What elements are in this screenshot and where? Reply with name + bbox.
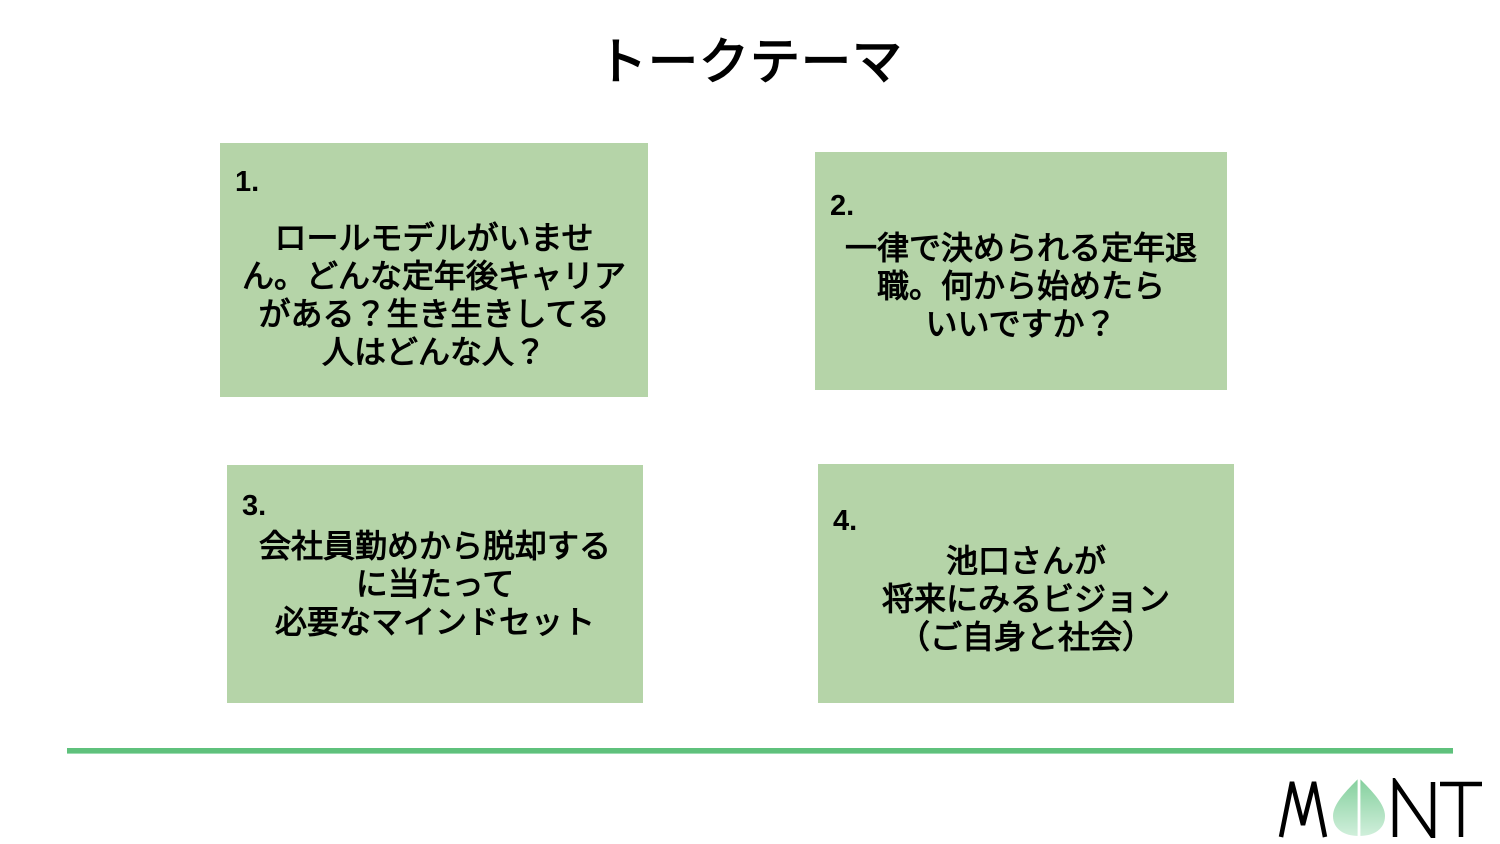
- divider-line: [67, 748, 1453, 754]
- topic-text-line: に当たって: [355, 566, 515, 602]
- topic-text-line: 池口さんが: [945, 543, 1106, 579]
- topic-number: 3.: [242, 490, 267, 522]
- logo-letter-t: [1440, 781, 1482, 837]
- topic-box-3: 3. 会社員勤めから脱却する に当たって 必要なマインドセット: [227, 465, 643, 703]
- topic-text: 会社員勤めから脱却する に当たって 必要なマインドセット: [227, 527, 643, 641]
- leaf-icon: [1333, 778, 1385, 836]
- topic-text-line: いいですか？: [925, 306, 1117, 342]
- topic-text: 池口さんが 将来にみるビジョン （ご自身と社会）: [818, 542, 1234, 656]
- logo-mont: MONT: [1278, 778, 1482, 838]
- topic-box-2: 2. 一律で決められる定年退 職。何から始めたら いいですか？: [815, 152, 1227, 390]
- topic-text-line: がある？生き生きしてる: [258, 296, 610, 332]
- topic-box-4: 4. 池口さんが 将来にみるビジョン （ご自身と社会）: [818, 464, 1234, 703]
- topic-text-line: 人はどんな人？: [321, 334, 546, 370]
- logo-graphic: [1278, 778, 1482, 838]
- topic-text-line: ん。どんな定年後キャリア: [241, 258, 626, 294]
- topic-text: ロールモデルがいませ ん。どんな定年後キャリア がある？生き生きしてる 人はどん…: [220, 219, 648, 371]
- topic-text-line: 会社員勤めから脱却する: [258, 528, 611, 564]
- topic-number: 2.: [830, 190, 855, 222]
- topic-text: 一律で決められる定年退 職。何から始めたら いいですか？: [815, 229, 1227, 343]
- topic-text-line: 必要なマインドセット: [274, 604, 595, 640]
- page-title: トークテーマ: [597, 34, 903, 90]
- topic-text-line: 一律で決められる定年退: [844, 230, 1197, 266]
- topic-text-line: ロールモデルがいませ: [274, 220, 594, 256]
- topic-text-line: 将来にみるビジョン: [881, 581, 1170, 617]
- topic-box-1: 1. ロールモデルがいませ ん。どんな定年後キャリア がある？生き生きしてる 人…: [220, 143, 648, 397]
- logo-letter-m: [1278, 781, 1328, 838]
- topic-text-line: （ご自身と社会）: [897, 619, 1154, 655]
- logo-letter-n: [1392, 778, 1436, 838]
- topic-number: 1.: [235, 166, 260, 198]
- topic-number: 4.: [833, 505, 858, 537]
- topic-text-line: 職。何から始めたら: [876, 268, 1165, 304]
